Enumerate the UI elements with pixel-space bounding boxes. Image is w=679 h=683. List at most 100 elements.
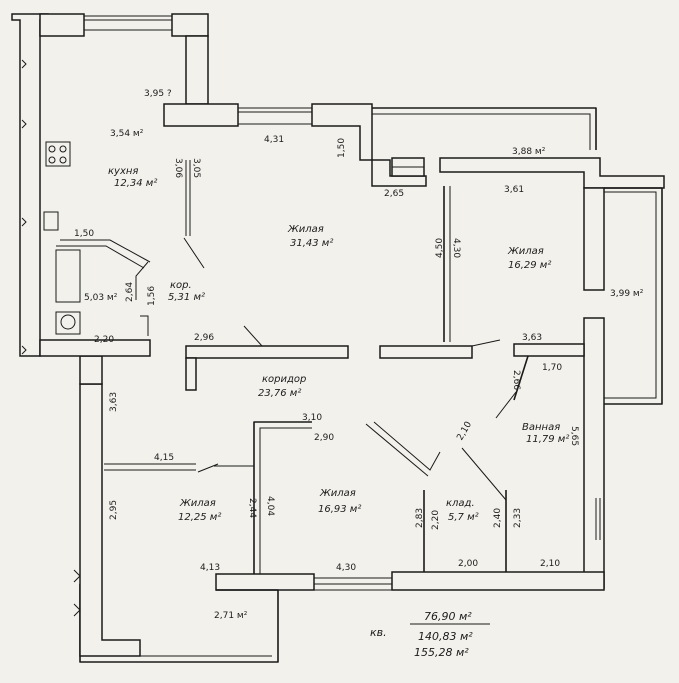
room-kitchen-name: кухня — [108, 166, 138, 177]
dim-150b: 1,50 — [74, 229, 94, 239]
room-storage-area: 5,7 м² — [448, 512, 479, 523]
area-upper-left: 3,95 ? — [144, 89, 172, 99]
dim-265: 2,65 — [384, 189, 404, 199]
sink-icon — [43, 211, 59, 231]
window-bottom — [314, 577, 392, 591]
room-storage-name: клад. — [446, 498, 475, 509]
area-bath-small: 5,03 м² — [84, 293, 118, 303]
room-corridor-area: 23,76 м² — [258, 388, 301, 399]
totals-overall: 155,28 м² — [414, 646, 469, 659]
totals-prefix: кв. — [370, 626, 387, 639]
dim-244: 2,44 — [247, 498, 257, 518]
dim-430b: 4,30 — [336, 563, 356, 573]
wall-right-loggia-inner — [604, 191, 657, 399]
dim-306: 3,06 — [173, 158, 183, 178]
area-labels: 3,54 м² 3,95 ? 3,88 м² 3,99 м² 5,03 м² 2… — [84, 89, 644, 621]
room-kitchen-area: 12,34 м² — [114, 178, 157, 189]
wall-bedroom-mid-top — [253, 421, 312, 574]
room-living-bottom-left-area: 12,25 м² — [178, 512, 221, 523]
room-living-main-name: Жилая — [287, 224, 324, 235]
dim-210a: 2,10 — [455, 420, 474, 443]
room-bathroom-name: Ванная — [522, 422, 560, 433]
dim-210b: 2,10 — [540, 559, 560, 569]
dim-305: 3,05 — [191, 158, 201, 178]
wall-bath-top — [513, 343, 585, 357]
door-bathroom — [495, 391, 517, 419]
dim-233: 2,33 — [513, 508, 523, 528]
room-living-bottom-mid-area: 16,93 м² — [318, 504, 361, 515]
wall-corridor-top-left — [185, 345, 349, 359]
door-kitchen — [183, 237, 205, 269]
dim-430a: 4,30 — [451, 238, 461, 258]
door-storage — [461, 447, 507, 501]
room-living-right-name: Жилая — [507, 246, 544, 257]
wall-bottom-right — [391, 571, 605, 591]
room-living-bottom-mid-name: Жилая — [319, 488, 356, 499]
dim-295: 2,95 — [109, 500, 119, 520]
dim-220a: 2,20 — [94, 335, 114, 345]
wall-kitchen-top-left-pier — [39, 13, 85, 37]
dim-361: 3,61 — [504, 185, 524, 195]
wall-right — [583, 187, 605, 291]
wall-top-main-right — [311, 103, 373, 161]
bathtub-icon — [55, 249, 81, 303]
totals-total: 140,83 м² — [418, 630, 473, 643]
door-bath-small — [135, 261, 149, 300]
room-corridor-small-name: кор. — [170, 280, 192, 291]
wall-small-bath — [60, 239, 151, 263]
wall-corridor-top-right — [379, 345, 473, 359]
stove-icon — [45, 141, 71, 167]
door-bath-right — [471, 339, 501, 347]
wall-bottom-left-pier — [79, 355, 103, 385]
radiator-icon — [21, 119, 27, 129]
dim-290: 2,90 — [314, 433, 334, 443]
dim-156: 1,56 — [147, 286, 157, 306]
dim-266: 2,66 — [511, 370, 521, 390]
wall-bath-bottom — [39, 339, 151, 357]
room-corridor-name: коридор — [262, 374, 306, 385]
wall-top-main — [163, 103, 239, 127]
wall-kitchen-top-right-pier — [171, 13, 209, 37]
dim-565: 5,65 — [569, 426, 579, 446]
room-bathroom-area: 11,79 м² — [526, 434, 569, 445]
wall-kitchen-right — [185, 35, 209, 105]
room-labels: кухня 12,34 м² Жилая 31,43 м² Жилая 16,2… — [108, 166, 569, 523]
area-top-balcony: 3,54 м² — [110, 129, 144, 139]
door-corridor-small — [140, 315, 149, 336]
fixtures — [21, 59, 81, 617]
window-bath — [595, 498, 601, 540]
wall-kitchen-left — [11, 13, 49, 357]
dim-363b: 3,63 — [109, 392, 119, 412]
wall-right-pier — [583, 317, 605, 589]
dim-150a: 1,50 — [337, 138, 347, 158]
room-living-main-area: 31,43 м² — [290, 238, 333, 249]
toilet-icon — [60, 314, 76, 330]
wall-right-loggia — [604, 187, 663, 405]
dim-415: 4,15 — [154, 453, 174, 463]
door-corridor-main — [243, 325, 263, 347]
dim-413: 4,13 — [200, 563, 220, 573]
area-top-right: 3,88 м² — [512, 147, 546, 157]
dim-363: 3,63 — [522, 333, 542, 343]
door-bedroom-left — [197, 463, 219, 473]
dim-170: 1,70 — [542, 363, 562, 373]
wall-bath-left — [513, 355, 529, 401]
dim-310: 3,10 — [302, 413, 322, 423]
interior-walls — [39, 160, 585, 574]
dim-283: 2,83 — [415, 508, 425, 528]
dim-200: 2,00 — [458, 559, 478, 569]
door-bedroom-mid — [365, 423, 429, 477]
dim-240: 2,40 — [493, 508, 503, 528]
wall-corridor-left — [185, 357, 197, 391]
area-totals: кв. 76,90 м² 140,83 м² 155,28 м² — [370, 610, 490, 659]
area-bottom-balcony: 2,71 м² — [214, 611, 248, 621]
wall-right-living-top — [439, 157, 665, 189]
window-main — [238, 107, 312, 125]
dim-450: 4,50 — [435, 238, 445, 258]
area-right-balcony: 3,99 м² — [610, 289, 644, 299]
dim-296: 2,96 — [194, 333, 214, 343]
dim-220b: 2,20 — [431, 510, 441, 530]
room-corridor-small-area: 5,31 м² — [168, 292, 205, 303]
dim-431: 4,31 — [264, 135, 284, 145]
